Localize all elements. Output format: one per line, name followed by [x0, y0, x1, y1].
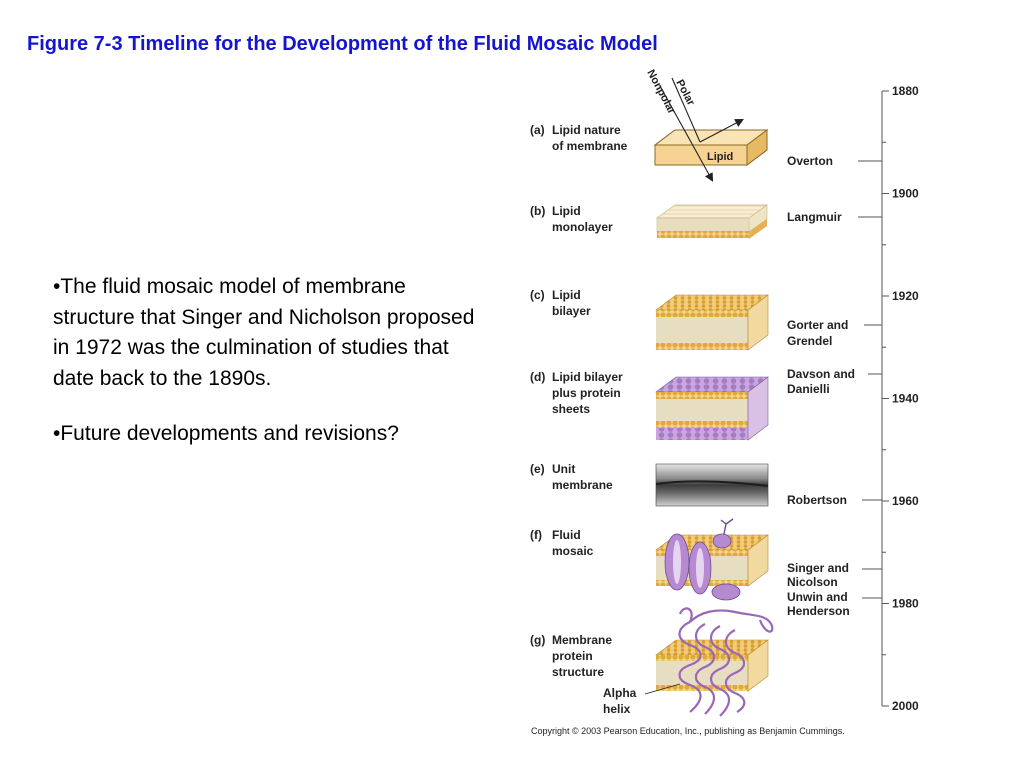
year-tick-group: 1880 1900 1920 1940 1960 1980 2000 — [882, 84, 919, 713]
scientist-labels: Overton Langmuir Gorter and Grendel Davs… — [787, 154, 882, 618]
unit-membrane-micrograph — [655, 463, 769, 507]
year-label: 1940 — [892, 392, 919, 406]
slide-title: Figure 7-3 Timeline for the Development … — [27, 33, 658, 55]
scientist-langmuir: Langmuir — [787, 210, 842, 224]
stage-label-a: (a) Lipid nature of membrane — [530, 123, 628, 153]
stage-label-e: (e) Unit membrane — [530, 462, 613, 492]
stage-label-f: (f) Fluid mosaic — [530, 528, 594, 558]
nonpolar-label: Nonpolar — [644, 68, 678, 117]
nonpolar-arrow — [659, 85, 714, 182]
year-label: 2000 — [892, 699, 919, 713]
bullet-item: •The fluid mosaic model of membrane stru… — [53, 275, 475, 390]
stage-label-c: (c) Lipid bilayer — [530, 288, 591, 318]
year-label: 1980 — [892, 597, 919, 611]
lipid-monolayer-illustration — [655, 204, 769, 239]
stage-labels: (a) Lipid nature of membrane (b) Lipid m… — [530, 123, 628, 679]
cube-label: Lipid — [707, 151, 733, 163]
year-label: 1900 — [892, 187, 919, 201]
scientist-gorter-grendel: Gorter and Grendel — [787, 318, 852, 348]
scientist-unwin-henderson: Unwin and Henderson — [787, 590, 851, 618]
stage-label-g: (g) Membrane protein structure — [530, 633, 615, 679]
timeline-axis: 1880 1900 1920 1940 1960 1980 2000 — [881, 84, 919, 713]
scientist-overton: Overton — [787, 154, 833, 168]
alpha-helix-label: Alpha helix — [603, 686, 640, 716]
bullet-list: •The fluid mosaic model of membrane stru… — [53, 272, 493, 475]
fluid-mosaic-illustration — [655, 518, 769, 601]
copyright-notice: Copyright © 2003 Pearson Education, Inc.… — [531, 726, 845, 736]
year-label: 1960 — [892, 494, 919, 508]
polar-arrow-in — [671, 77, 701, 143]
year-label: 1920 — [892, 289, 919, 303]
year-label: 1880 — [892, 84, 919, 98]
polar-arrow-out — [699, 118, 744, 143]
minor-tick-group — [882, 141, 886, 656]
alpha-helix-pointer — [644, 683, 681, 695]
lipid-cube-illustration: Lipid Polar Nonpolar — [644, 68, 769, 182]
polar-label: Polar — [673, 78, 697, 109]
stage-label-b: (b) Lipid monolayer — [530, 204, 613, 234]
stage-label-d: (d) Lipid bilayer plus protein sheets — [530, 370, 626, 416]
membrane-protein-structure-illustration: Alpha helix — [603, 607, 774, 717]
scientist-davson-danielli: Davson and Danielli — [787, 367, 858, 396]
lipid-bilayer-illustration — [655, 294, 769, 351]
protein-sheet-bilayer-illustration — [655, 376, 769, 441]
bullet-item: •Future developments and revisions? — [53, 422, 399, 445]
scientist-singer-nicolson: Singer and Nicolson — [787, 561, 852, 589]
scientist-robertson: Robertson — [787, 493, 847, 507]
